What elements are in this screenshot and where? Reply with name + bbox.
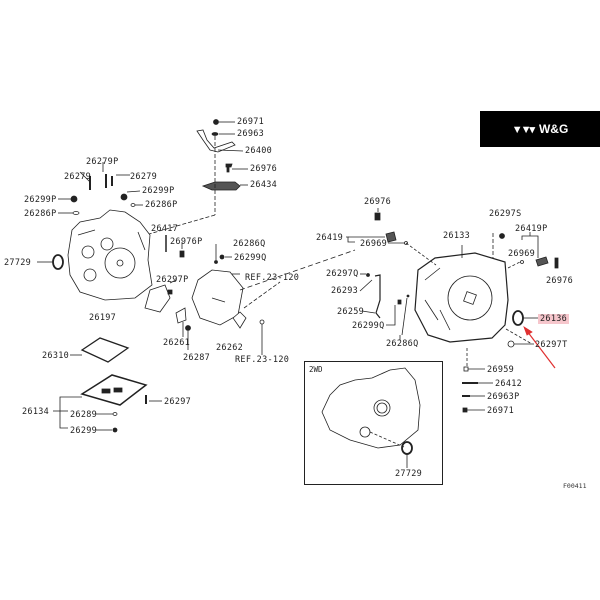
part-label[interactable]: 26297P [156, 275, 189, 285]
part-label[interactable]: 26976 [364, 197, 392, 207]
inset-2wd-case [321, 367, 421, 468]
part-label[interactable]: 26299Q [352, 321, 385, 331]
part-label[interactable]: 26976P [170, 237, 203, 247]
part-label[interactable]: 26259 [337, 307, 365, 317]
part-label[interactable]: 26286Q [233, 239, 266, 249]
part-label[interactable]: 26287 [183, 353, 211, 363]
triple-chevron-logo-icon: ▼▼▾ [511, 123, 535, 136]
part-label[interactable]: 26959 [487, 365, 515, 375]
shift-lever-assembly [134, 119, 248, 239]
part-label[interactable]: 26286Q [386, 339, 419, 349]
part-label[interactable]: 26310 [42, 351, 70, 361]
part-label[interactable]: 26293 [331, 286, 359, 296]
part-label[interactable]: 26412 [495, 379, 523, 389]
part-label[interactable]: 26963P [487, 392, 520, 402]
part-label[interactable]: 26417 [151, 224, 179, 234]
part-label[interactable]: 26297 [164, 397, 192, 407]
part-label[interactable]: 26419 [316, 233, 344, 243]
part-label[interactable]: 26297Q [326, 269, 359, 279]
inset-2wd-box: 2WD [304, 361, 443, 485]
part-label[interactable]: 26286P [145, 200, 178, 210]
part-label[interactable]: 26976 [250, 164, 278, 174]
mid-small-parts [144, 235, 232, 350]
part-label[interactable]: 26976 [546, 276, 574, 286]
part-label[interactable]: 26400 [245, 146, 273, 156]
inset-title: 2WD [309, 365, 323, 374]
brand-watermark: ▼▼▾ W&G [480, 111, 600, 147]
part-label[interactable]: 26279 [130, 172, 158, 182]
part-label[interactable]: 26299P [142, 186, 175, 196]
part-label[interactable]: 26286P [24, 209, 57, 219]
part-label[interactable]: 26297T [535, 340, 568, 350]
center-cover [191, 269, 281, 355]
oil-pan [53, 337, 162, 433]
part-label[interactable]: 26969 [360, 239, 388, 249]
part-label[interactable]: 26299Q [234, 253, 267, 263]
brand-name: W&G [538, 122, 569, 136]
part-label[interactable]: 26297S [489, 209, 522, 219]
highlighted-part-label[interactable]: 26136 [538, 314, 570, 324]
part-label[interactable]: 26262 [216, 343, 244, 353]
breather-parts [359, 273, 493, 413]
part-label[interactable]: 26299 [70, 426, 98, 436]
part-label[interactable]: 26971 [487, 406, 515, 416]
part-label[interactable]: 26971 [237, 117, 265, 127]
ref-label[interactable]: REF.23-120 [245, 273, 300, 283]
studs-group [58, 162, 143, 215]
part-label[interactable]: 26289 [70, 410, 98, 420]
part-label[interactable]: 26434 [250, 180, 278, 190]
part-label[interactable]: 26969 [508, 249, 536, 259]
part-label[interactable]: 26299P [24, 195, 57, 205]
part-label[interactable]: 26279 [64, 172, 92, 182]
part-label[interactable]: 26134 [22, 407, 50, 417]
part-label[interactable]: 27729 [4, 258, 32, 268]
ref-label[interactable]: REF.23-120 [235, 355, 290, 365]
left-transaxle-case [37, 209, 153, 301]
part-label[interactable]: 26261 [163, 338, 191, 348]
part-label[interactable]: 26419P [515, 224, 548, 234]
part-label[interactable]: 26133 [443, 231, 471, 241]
part-label[interactable]: 26963 [237, 129, 265, 139]
speed-sensors [346, 208, 559, 269]
part-label[interactable]: 26279P [86, 157, 119, 167]
right-transaxle-case [414, 233, 538, 348]
red-arrow-indicator [523, 326, 556, 369]
part-label[interactable]: 26197 [89, 313, 117, 323]
part-label[interactable]: 27729 [395, 469, 423, 479]
figure-code: F00411 [563, 482, 587, 490]
